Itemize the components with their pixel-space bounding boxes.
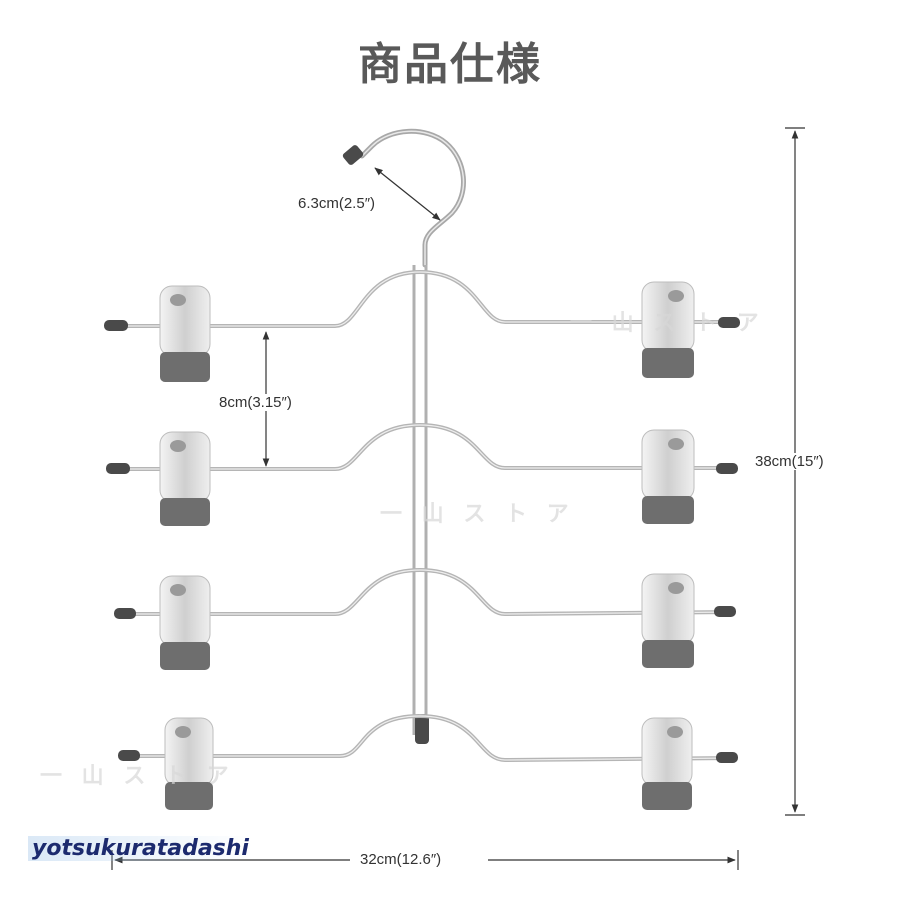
tier-3 [114,567,736,619]
bar-end-cap [716,752,738,763]
hook-cap [342,145,364,165]
dimension-hook-arrow [374,167,441,221]
page-title: 商品仕様 [358,39,542,90]
rod-end-cap [415,714,429,744]
tier-gap-dimension-label: 8cm(3.15″) [219,394,292,411]
clip-tier1-left [159,285,211,382]
bar-end-cap [716,463,738,474]
height-dimension-label: 38cm(15″) [755,453,824,470]
store-watermark: 一 山 ス ト ア [380,502,575,527]
bar-end-cap [104,320,128,331]
clip-tier4-right [641,717,693,810]
bar-end-cap [714,606,736,617]
hook-dimension-label: 6.3cm(2.5″) [298,195,375,212]
hanger-hook [342,128,466,268]
tier-1 [104,269,740,331]
bar-end-cap [718,317,740,328]
bar-end-cap [118,750,140,761]
dimension-width [111,850,739,870]
tier-2 [106,422,738,474]
width-dimension-label: 32cm(12.6″) [360,851,442,868]
store-watermark: 一 山 ス ト ア [40,764,235,789]
clip-tier2-left [159,431,211,526]
tier-4 [118,713,738,763]
bar-end-cap [106,463,130,474]
author-signature: yotsukuratadashi [28,836,253,861]
clip-tier1-right [641,281,695,378]
center-rods [412,265,429,744]
clip-tier2-right [641,429,695,524]
bar-end-cap [114,608,136,619]
clip-tier4-left [164,717,214,810]
dimension-height [785,127,805,816]
clip-tier3-right [641,573,695,668]
clip-tier3-left [159,575,211,670]
store-watermark: 一 山 ス ト ア [570,311,765,336]
